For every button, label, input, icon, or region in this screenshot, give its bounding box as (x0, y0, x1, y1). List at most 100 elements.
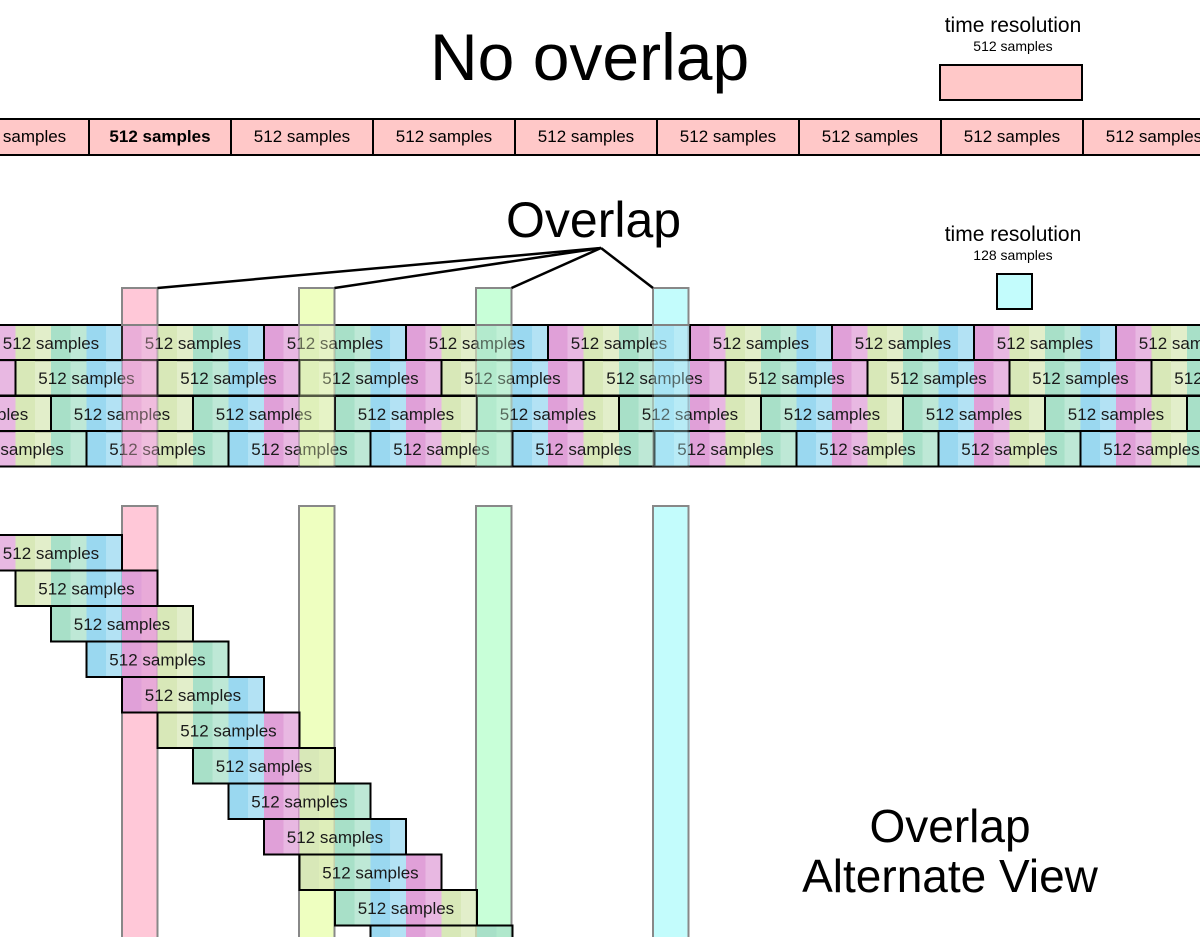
block-stripe (386, 819, 406, 855)
block-stripe (406, 925, 426, 937)
block-stripe (86, 360, 107, 396)
overlap-marker (298, 287, 336, 326)
alternate-view-title: Overlap Alternate View (790, 801, 1110, 901)
block-stripe (867, 396, 888, 432)
block-label: 512 samples (322, 369, 418, 388)
block-stripe (1045, 325, 1065, 361)
block-stripe (228, 677, 249, 713)
block-stripe (370, 360, 391, 396)
block-label: 512 samples (322, 863, 418, 882)
block-stripe (102, 570, 122, 606)
block-stripe (1151, 360, 1172, 396)
block-stripe (228, 783, 249, 819)
block-stripe (137, 360, 158, 396)
block-stripe (31, 325, 51, 361)
block-stripe (208, 325, 229, 361)
overlap-connector-line (334, 246, 602, 290)
block-stripe (299, 783, 320, 819)
block-stripe (883, 360, 903, 396)
block-stripe (583, 325, 604, 361)
block-stripe (335, 819, 355, 855)
block-stripe (974, 396, 994, 432)
block-stripe (1060, 431, 1081, 467)
block-stripe (406, 854, 426, 890)
block-stripe (1116, 360, 1136, 396)
block-stripe (903, 325, 923, 361)
block-stripe (335, 431, 355, 467)
block-stripe (441, 360, 462, 396)
block-stripe (244, 677, 264, 713)
block-label: 512 samples (358, 899, 454, 918)
block-stripe (903, 431, 923, 467)
block-stripe (173, 431, 193, 467)
block-stripe (847, 431, 868, 467)
block-stripe (299, 431, 320, 467)
block-stripe (406, 325, 426, 361)
block-stripe (1025, 325, 1045, 361)
block-stripe (903, 360, 923, 396)
block-stripe (157, 677, 178, 713)
block-stripe (350, 360, 371, 396)
block-label: 512 samples (1174, 369, 1200, 388)
block-stripe (335, 854, 355, 890)
block-stripe (1045, 396, 1065, 432)
block-stripe (918, 431, 939, 467)
overlap-marker-overlay (475, 324, 513, 468)
block-stripe (938, 360, 959, 396)
overlap-block: 512 samples (1044, 395, 1188, 433)
block-stripe (0, 396, 16, 432)
overlap-marker (475, 287, 513, 326)
block-stripe (918, 396, 939, 432)
block-stripe (350, 783, 371, 819)
block-stripe (350, 325, 371, 361)
block-stripe (1096, 360, 1116, 396)
block-stripe (954, 431, 974, 467)
block-stripe (1025, 431, 1045, 467)
block-label: 512 samples (393, 934, 489, 937)
block-stripe (583, 360, 604, 396)
block-stripe (812, 431, 832, 467)
block-stripe (705, 431, 726, 467)
block-stripe (1045, 431, 1065, 467)
block-stripe (66, 570, 87, 606)
block-label: 512 samples (216, 405, 312, 424)
block-stripe (31, 396, 51, 432)
block-stripe (335, 325, 355, 361)
block-stripe (1187, 396, 1200, 432)
no-overlap-block: 512 samples (372, 118, 516, 156)
block-label: 512 samples (3, 334, 99, 353)
overlap-block: 512 samples (547, 324, 691, 362)
no-overlap-block: 512 samples (940, 118, 1084, 156)
block-stripe (457, 360, 477, 396)
block-stripe (796, 396, 817, 432)
block-stripe (883, 431, 903, 467)
block-stripe (832, 325, 852, 361)
block-stripe (86, 606, 107, 642)
block-stripe (867, 360, 888, 396)
block-stripe (903, 396, 923, 432)
block-label: 512 samples (464, 369, 560, 388)
block-stripe (938, 396, 959, 432)
alternate-marker-column (652, 505, 690, 937)
block-stripe (512, 360, 533, 396)
block-stripe (102, 360, 122, 396)
block-stripe (66, 606, 87, 642)
block-label: 512 samples (251, 440, 347, 459)
block-stripe (122, 360, 142, 396)
block-stripe (1096, 325, 1116, 361)
overlap-block: 512 samples (121, 676, 265, 714)
block-stripe (173, 677, 193, 713)
block-stripe (193, 325, 213, 361)
block-stripe (1060, 325, 1081, 361)
block-stripe (244, 783, 264, 819)
no-overlap-block: 512 samples (0, 118, 90, 156)
overlap-block: 512 samples (85, 430, 230, 468)
block-stripe (619, 396, 639, 432)
block-stripe (1096, 396, 1116, 432)
block-stripe (102, 325, 122, 361)
block-stripe (441, 396, 462, 432)
block-stripe (244, 712, 264, 748)
block-label: 512 samples (38, 579, 134, 598)
block-label: 512 samples (0, 440, 64, 459)
